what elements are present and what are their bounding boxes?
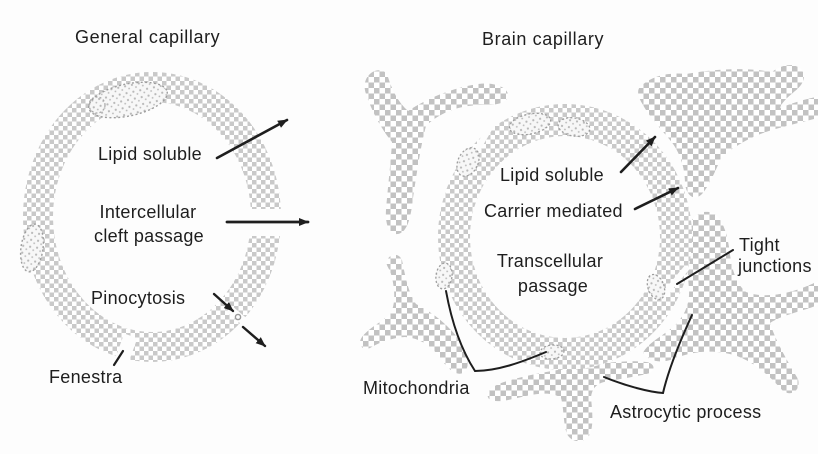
tight-junctions-label-line1: Tight: [739, 235, 780, 255]
mitochondrion: [539, 344, 565, 360]
brain-capillary-wall: [438, 104, 692, 370]
transcellular-passage-label-line1: Transcellular: [497, 251, 603, 271]
tight-junction-gap-right: [658, 265, 690, 301]
brain-capillary-panel: [359, 65, 818, 442]
lipid-soluble-label: Lipid soluble: [98, 144, 202, 164]
pinocytosis-arrow-2: [241, 325, 267, 348]
mitochondrion: [646, 273, 666, 301]
astrocytic-process-shape: [359, 254, 468, 374]
mitochondrion: [508, 112, 552, 136]
astrocytic-process-leader-1: [662, 314, 693, 394]
tight-junctions-label-line2: junctions: [737, 256, 812, 276]
lipid-soluble-arrow: [215, 118, 289, 160]
mitochondrion: [19, 223, 45, 273]
mitochondria-label: Mitochondria: [363, 378, 470, 398]
tight-junction-gap-upper-left: [471, 115, 499, 157]
astrocytic-process-shape: [643, 211, 818, 394]
lipid-soluble-brain-label: Lipid soluble: [500, 165, 604, 185]
mitochondrion: [88, 81, 168, 119]
lipid-soluble-arrow-brain: [619, 135, 657, 174]
mitochondrion: [456, 147, 480, 177]
astrocytic-process-shape: [364, 70, 509, 235]
carrier-mediated-label: Carrier mediated: [484, 201, 623, 221]
brain-capillary-title: Brain capillary: [482, 29, 604, 49]
mitochondria-leader-1: [445, 290, 476, 372]
pinocytosis-label: Pinocytosis: [91, 288, 185, 308]
intercellular-cleft-label-line1: Intercellular: [100, 202, 197, 222]
astrocytic-process-label: Astrocytic process: [610, 402, 761, 422]
fenestra-label: Fenestra: [49, 367, 123, 387]
general-capillary-title: General capillary: [75, 27, 220, 47]
astrocytic-process-shape: [638, 65, 818, 198]
intercellular-cleft-label-line2: cleft passage: [94, 226, 204, 246]
pinocytosis-arrow-1: [212, 292, 235, 313]
general-capillary-panel: [19, 72, 295, 365]
astrocytic-process-shape: [487, 361, 654, 442]
carrier-mediated-arrow: [633, 186, 680, 211]
pinocytotic-vesicle: [234, 313, 242, 321]
tight-junctions-leader: [676, 249, 734, 285]
transcellular-passage-label-line2: passage: [518, 276, 588, 296]
mitochondria-leader-2: [474, 351, 547, 372]
fenestra-tick: [112, 349, 125, 367]
astrocytic-process-leader-2: [603, 376, 664, 394]
mitochondrion: [435, 262, 453, 290]
mitochondrion: [557, 117, 591, 137]
